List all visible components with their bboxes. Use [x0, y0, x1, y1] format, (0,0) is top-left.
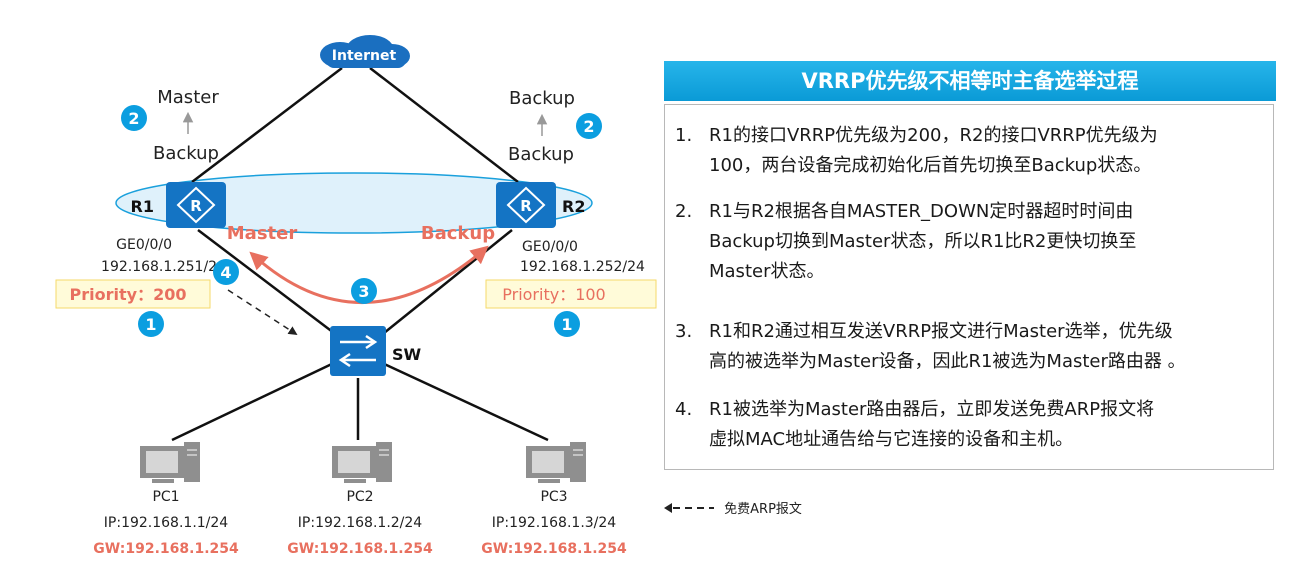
link-internet-r2 — [369, 67, 519, 183]
badge-r1-priority: 1 — [138, 311, 164, 337]
link-sw-pc1 — [171, 360, 337, 442]
link-internet-r1 — [191, 67, 343, 183]
legend-label: 免费ARP报文 — [724, 502, 802, 517]
internet-cloud-icon — [320, 35, 410, 68]
pc3-ip: IP:192.168.1.3/24 — [492, 515, 617, 531]
r2-label: R2 — [562, 197, 585, 216]
r2-state-bottom: Backup — [508, 144, 574, 165]
r2-priority-label: Priority：100 — [502, 285, 606, 304]
step-1-line-1: R1的接口VRRP优先级为200，R2的接口VRRP优先级为 — [709, 125, 1158, 146]
r1-interface-label: GE0/0/0 — [116, 237, 172, 253]
legend: 免费ARP报文 — [664, 498, 802, 517]
panel-title: VRRP优先级不相等时主备选举过程 — [664, 61, 1276, 101]
svg-text:1: 1 — [561, 315, 572, 334]
pc1-name: PC1 — [152, 489, 179, 505]
link-r1-sw — [197, 229, 335, 334]
svg-text:R: R — [520, 197, 532, 215]
gratuitous-arp-arrow — [227, 289, 298, 335]
badge-r2-state: 2 — [576, 113, 602, 139]
link-sw-pc3 — [379, 360, 549, 442]
step-3-line-2: 高的被选举为Master设备，因此R1被选为Master路由器 。 — [709, 351, 1186, 372]
badge-arp: 4 — [213, 259, 239, 285]
r1-priority-label: Priority：200 — [70, 285, 187, 304]
router-r1-icon: R — [166, 182, 226, 228]
r1-state-top: Master — [157, 87, 219, 108]
step-1-line-2: 100，两台设备完成初始化后首先切换至Backup状态。 — [709, 155, 1152, 176]
pc3-gw: GW:192.168.1.254 — [481, 541, 627, 557]
pc1-gw: GW:192.168.1.254 — [93, 541, 239, 557]
svg-text:3: 3 — [358, 282, 369, 301]
r2-priority-box — [485, 279, 657, 309]
step-4-line-2: 虚拟MAC地址通告给与它连接的设备和主机。 — [709, 429, 1074, 450]
r1-state-bottom: Backup — [153, 143, 219, 164]
r1-label: R1 — [131, 197, 154, 216]
pc2-name: PC2 — [346, 489, 373, 505]
badge-r1-state: 2 — [121, 105, 147, 131]
step-3-line-1: R1和R2通过相互发送VRRP报文进行Master选举，优先级 — [709, 321, 1173, 342]
step-2-number: 2. — [675, 201, 693, 222]
pc1-ip: IP:192.168.1.1/24 — [104, 515, 229, 531]
r2-state-top: Backup — [509, 88, 575, 109]
switch-label: SW — [392, 345, 422, 364]
step-2-line-2: Backup切换到Master状态，所以R1比R2更快切换至 — [709, 231, 1137, 252]
badge-r2-priority: 1 — [554, 311, 580, 337]
pc3-icon — [526, 442, 586, 483]
r1-role-label: Master — [227, 223, 298, 244]
svg-text:2: 2 — [583, 117, 594, 136]
vrrp-topology-diagram: Internet Master Backup Backup Backup 2 2… — [55, 35, 657, 557]
badge-exchange: 3 — [351, 278, 377, 304]
r1-ip-label: 192.168.1.251/24 — [101, 259, 226, 275]
pc2-ip: IP:192.168.1.2/24 — [298, 515, 423, 531]
pc3-name: PC3 — [540, 489, 567, 505]
step-4-line-1: R1被选举为Master路由器后，立即发送免费ARP报文将 — [709, 399, 1155, 420]
r2-interface-label: GE0/0/0 — [522, 239, 578, 255]
link-r2-sw — [383, 229, 513, 334]
r2-role-label: Backup — [421, 223, 495, 244]
svg-text:R: R — [190, 197, 202, 215]
step-2-line-3: Master状态。 — [709, 261, 825, 282]
internet-label: Internet — [332, 48, 397, 64]
svg-text:2: 2 — [128, 109, 139, 128]
pc2-gw: GW:192.168.1.254 — [287, 541, 433, 557]
r1-priority-box — [55, 279, 211, 309]
step-4-number: 4. — [675, 399, 693, 420]
step-3-number: 3. — [675, 321, 693, 342]
svg-text:4: 4 — [220, 263, 231, 282]
step-1-number: 1. — [675, 125, 693, 146]
r2-ip-label: 192.168.1.252/24 — [520, 259, 645, 275]
vrrp-group-ellipse — [115, 172, 593, 234]
pc2-icon — [332, 442, 392, 483]
dashed-arrow-legend-icon — [664, 502, 714, 513]
pc1-icon — [140, 442, 200, 483]
steps-panel: 1. R1的接口VRRP优先级为200，R2的接口VRRP优先级为 100，两台… — [664, 104, 1274, 470]
switch-icon — [330, 326, 386, 376]
router-r2-icon: R — [496, 182, 556, 228]
step-2-line-1: R1与R2根据各自MASTER_DOWN定时器超时时间由 — [709, 201, 1134, 222]
svg-text:1: 1 — [145, 315, 156, 334]
